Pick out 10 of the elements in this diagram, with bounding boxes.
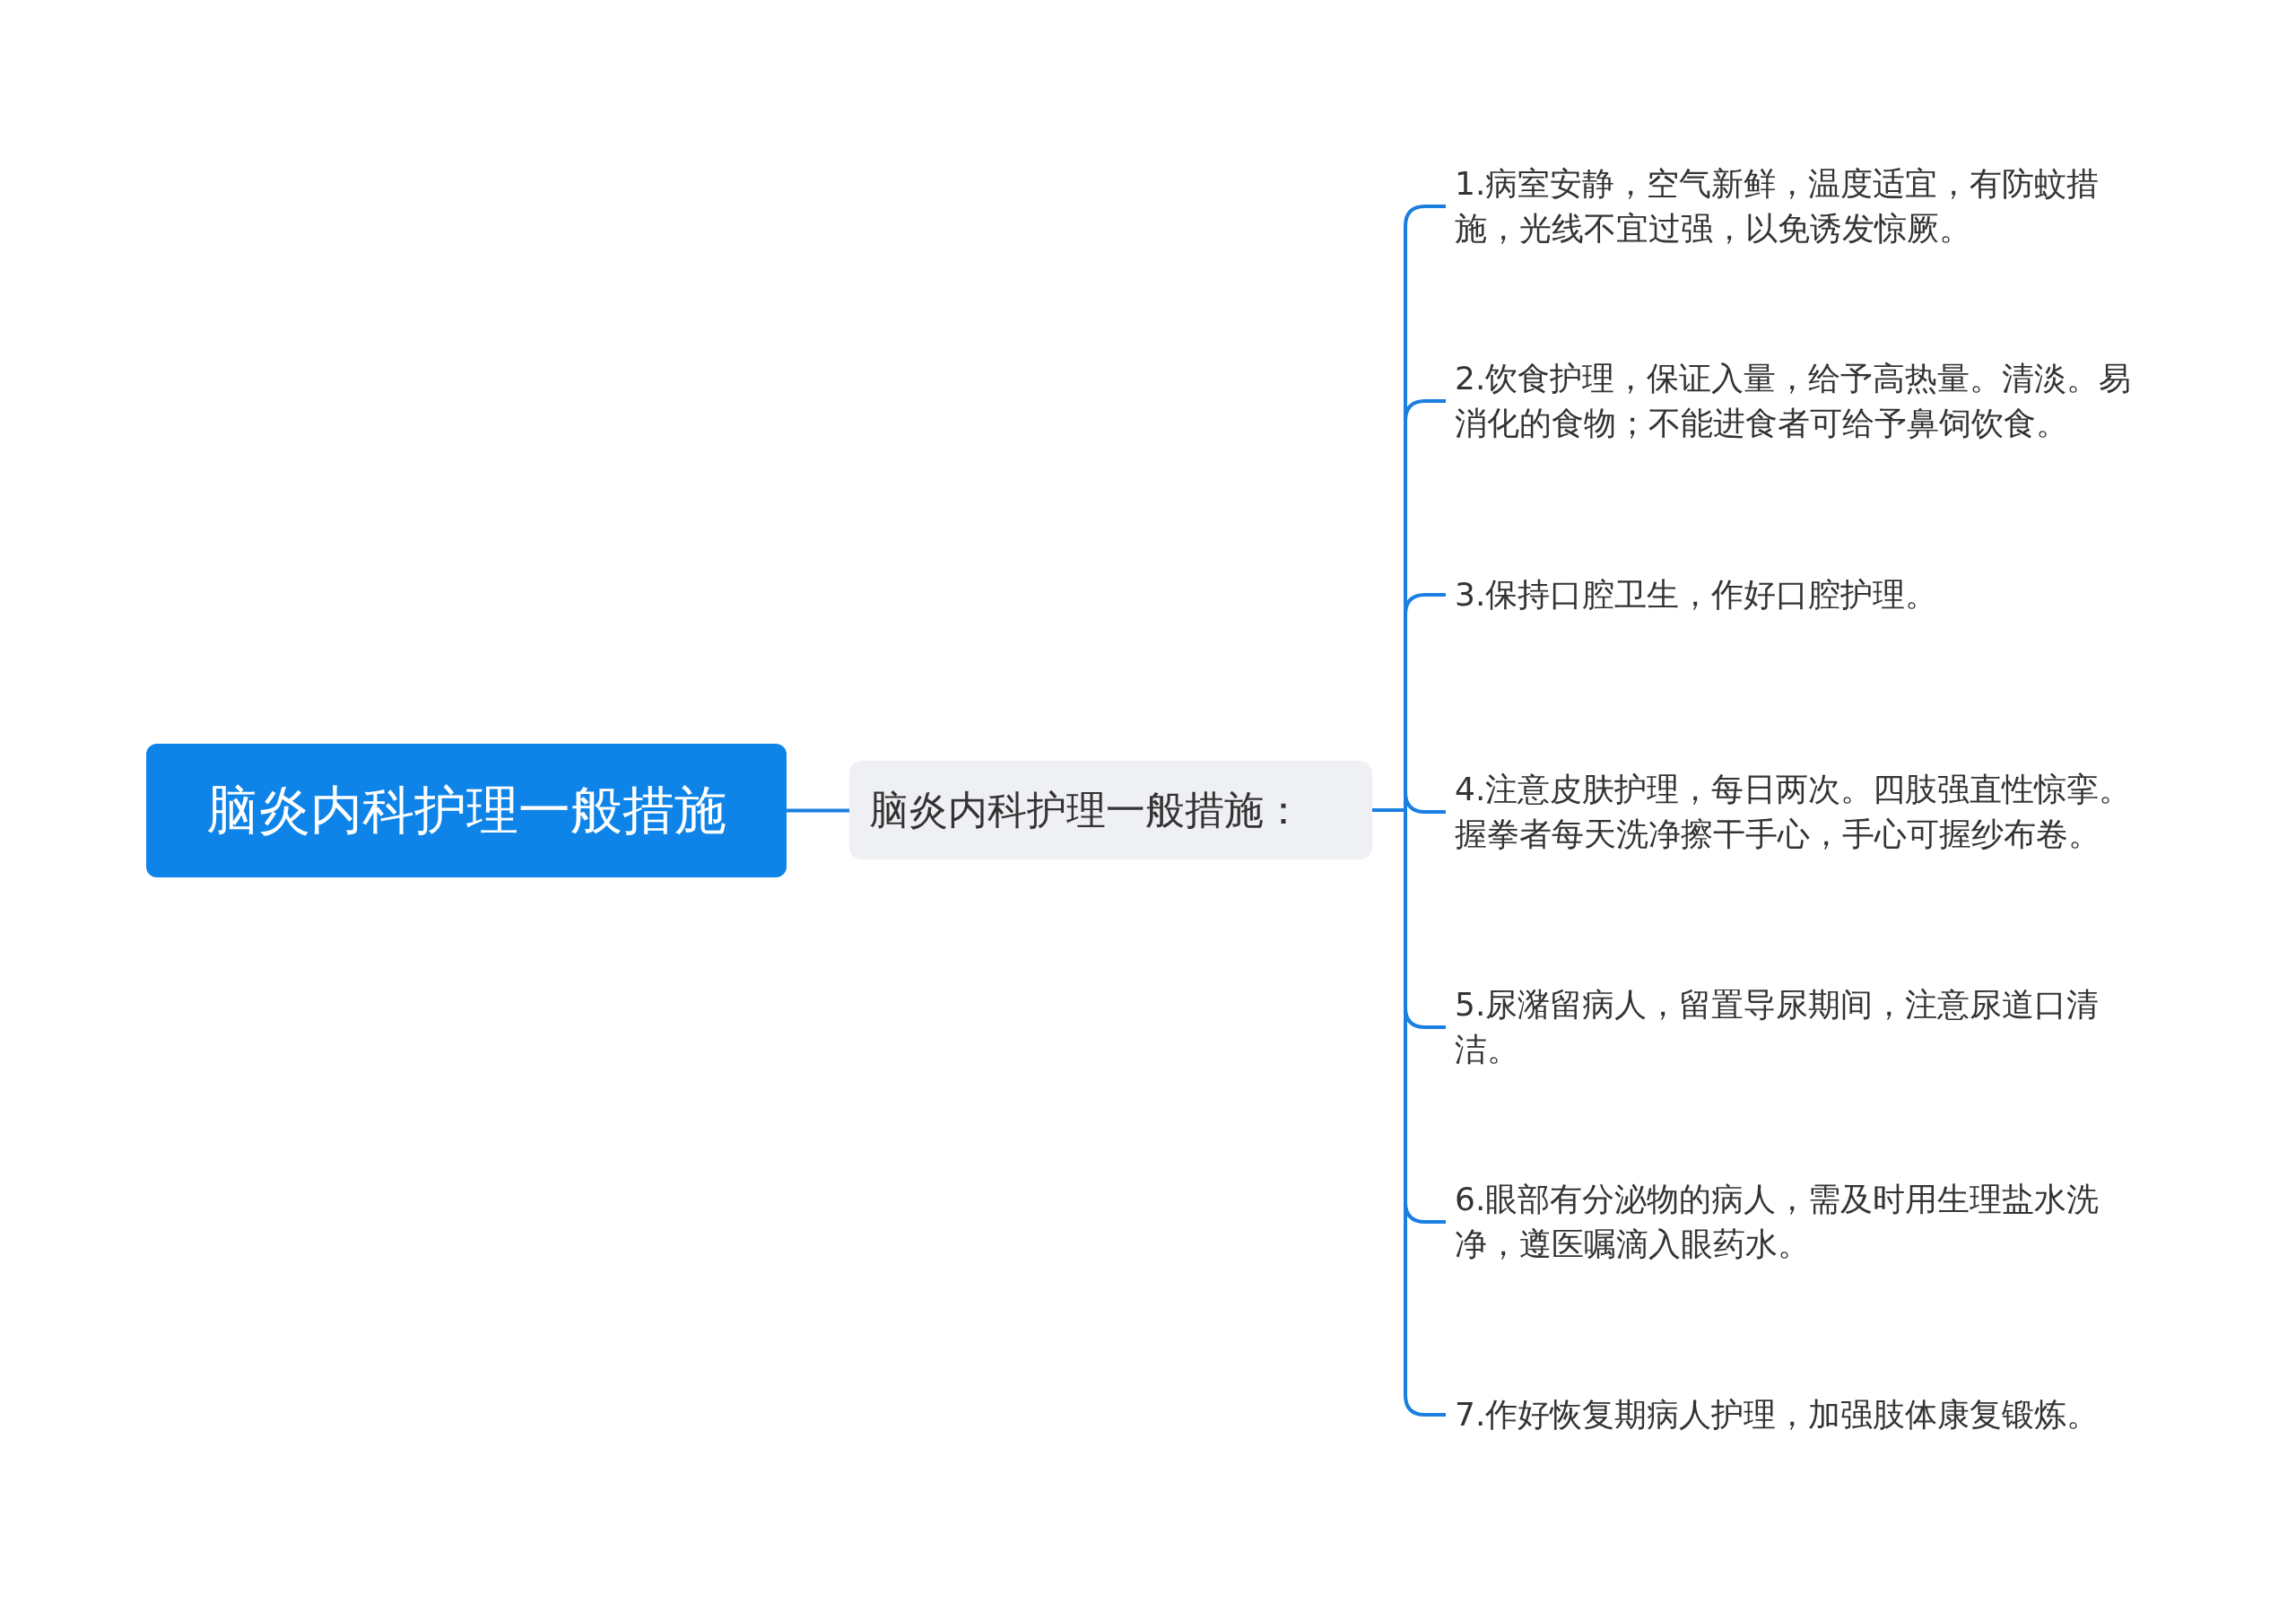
subtopic-text: 2.饮食护理，保证入量，给予高热量。清淡。易消化的食物；不能进食者可给予鼻饲饮食。	[1446, 347, 2163, 455]
subtopic-text: 7.作好恢复期病人护理，加强肢体康复锻炼。	[1446, 1361, 2163, 1469]
topic-box: 脑炎内科护理一般措施：	[849, 761, 1372, 859]
central-topic-box: 脑炎内科护理一般措施	[146, 744, 787, 877]
subtopic-text: 5.尿潴留病人，留置导尿期间，注意尿道口清洁。	[1446, 973, 2163, 1081]
connector-line	[787, 808, 849, 813]
subtopic-text: 1.病室安静，空气新鲜，温度适宜，有防蚊措施，光线不宜过强，以免诱发惊厥。	[1446, 153, 2163, 260]
subtopic-text: 6.眼部有分泌物的病人，需及时用生理盐水洗净，遵医嘱滴入眼药水。	[1446, 1168, 2163, 1276]
subtopic-text: 3.保持口腔卫生，作好口腔护理。	[1446, 541, 2163, 649]
subtopic-text: 4.注意皮肤护理，每日两次。四肢强直性惊挛。握拳者每天洗净擦干手心，手心可握纱布卷。	[1446, 758, 2163, 866]
